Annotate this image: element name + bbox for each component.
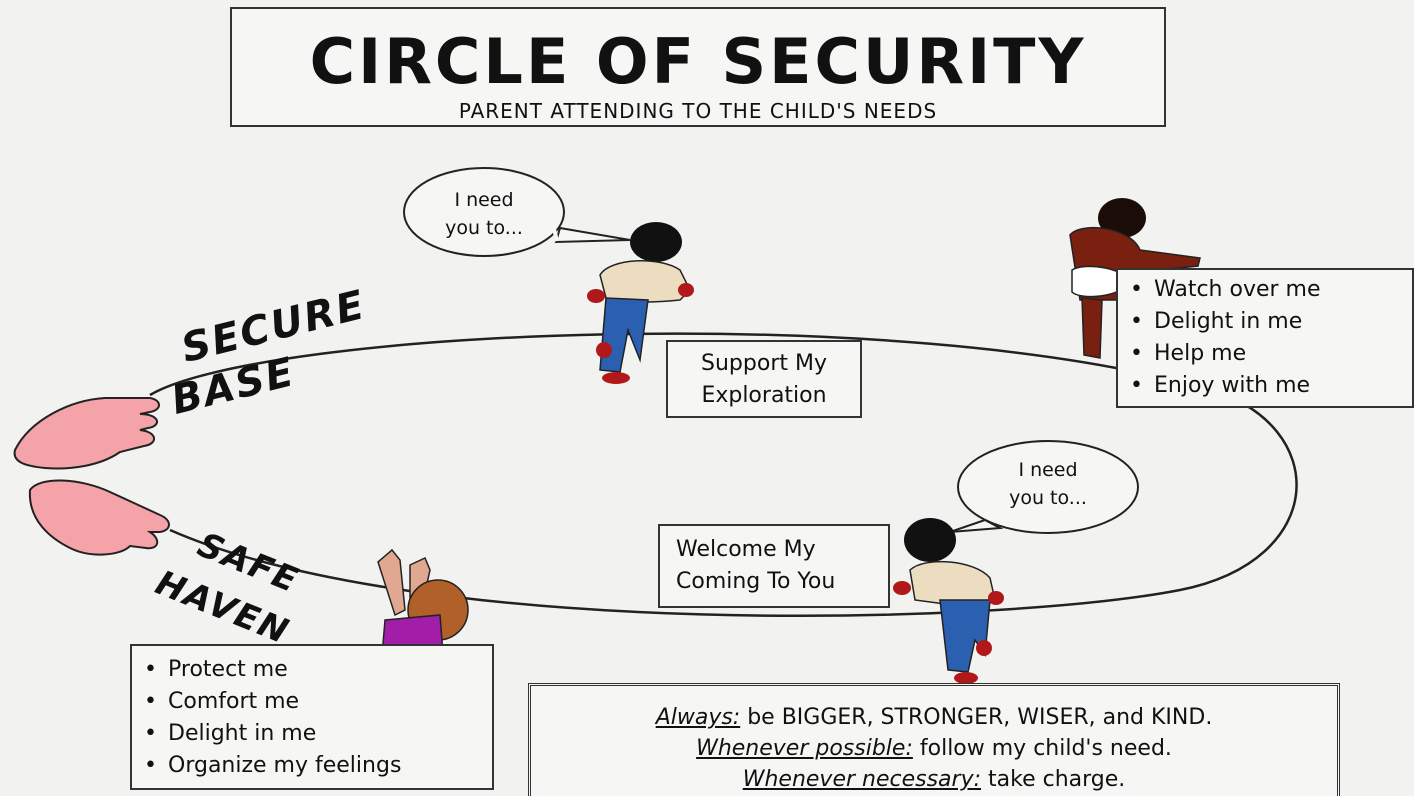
- lower-hand-icon: [28, 479, 170, 556]
- need-comfort: Comfort me: [132, 686, 492, 718]
- need-help: Help me: [1118, 338, 1412, 370]
- need-protect: Protect me: [132, 654, 492, 686]
- speech-right-line1: I need: [1018, 459, 1078, 481]
- rule-always-key: Always:: [655, 705, 741, 730]
- toddler-standing-icon: [1069, 198, 1201, 359]
- rule-always-text: be BIGGER, STRONGER, WISER, and KIND.: [747, 705, 1213, 730]
- rule-necessary: Whenever necessary: take charge.: [531, 764, 1337, 795]
- support-exploration-box: Support My Exploration: [666, 340, 862, 418]
- need-watch-over: Watch over me: [1118, 274, 1412, 306]
- speech-right-line2: you to...: [1009, 487, 1087, 509]
- exploration-needs-box: Watch over me Delight in me Help me Enjo…: [1116, 268, 1414, 408]
- rule-possible-text: follow my child's need.: [919, 736, 1172, 761]
- need-delight-bottom: Delight in me: [132, 718, 492, 750]
- exploration-needs-list: Watch over me Delight in me Help me Enjo…: [1118, 274, 1412, 402]
- need-organize-feelings: Organize my feelings: [132, 750, 492, 782]
- welcome-line1: Welcome My: [676, 537, 816, 562]
- welcome-line2: Coming To You: [676, 569, 836, 594]
- security-circle-path: [149, 332, 1298, 617]
- need-enjoy: Enjoy with me: [1118, 370, 1412, 402]
- speech-top-line2: you to...: [445, 217, 523, 239]
- page-title: CIRCLE OF SECURITY: [309, 25, 1087, 98]
- safe-haven-needs-list: Protect me Comfort me Delight in me Orga…: [132, 654, 492, 782]
- parenting-rules-box: Always: be BIGGER, STRONGER, WISER, and …: [528, 683, 1340, 796]
- child-walking-bottom-icon: [893, 518, 1004, 684]
- safe-haven-needs-box: Protect me Comfort me Delight in me Orga…: [130, 644, 494, 790]
- need-delight-top: Delight in me: [1118, 306, 1412, 338]
- speech-top-line1: I need: [454, 189, 514, 211]
- speech-right-text: I need you to...: [978, 456, 1118, 512]
- title-box: CIRCLE OF SECURITY PARENT ATTENDING TO T…: [230, 7, 1166, 127]
- rule-possible: Whenever possible: follow my child's nee…: [531, 733, 1337, 764]
- support-line1: Support My: [701, 351, 827, 376]
- support-line2: Exploration: [701, 383, 827, 408]
- rule-necessary-text: take charge.: [988, 767, 1126, 792]
- welcome-coming-box: Welcome My Coming To You: [658, 524, 890, 608]
- speech-bubble-top: [403, 167, 631, 257]
- rule-always: Always: be BIGGER, STRONGER, WISER, and …: [531, 702, 1337, 733]
- upper-hand-icon: [13, 397, 160, 470]
- child-walking-top-icon: [587, 222, 694, 384]
- speech-bubble-right: [949, 440, 1139, 534]
- speech-top-text: I need you to...: [424, 186, 544, 242]
- page-subtitle: PARENT ATTENDING TO THE CHILD'S NEEDS: [458, 99, 938, 123]
- rule-possible-key: Whenever possible:: [696, 736, 913, 761]
- rule-necessary-key: Whenever necessary:: [742, 767, 982, 792]
